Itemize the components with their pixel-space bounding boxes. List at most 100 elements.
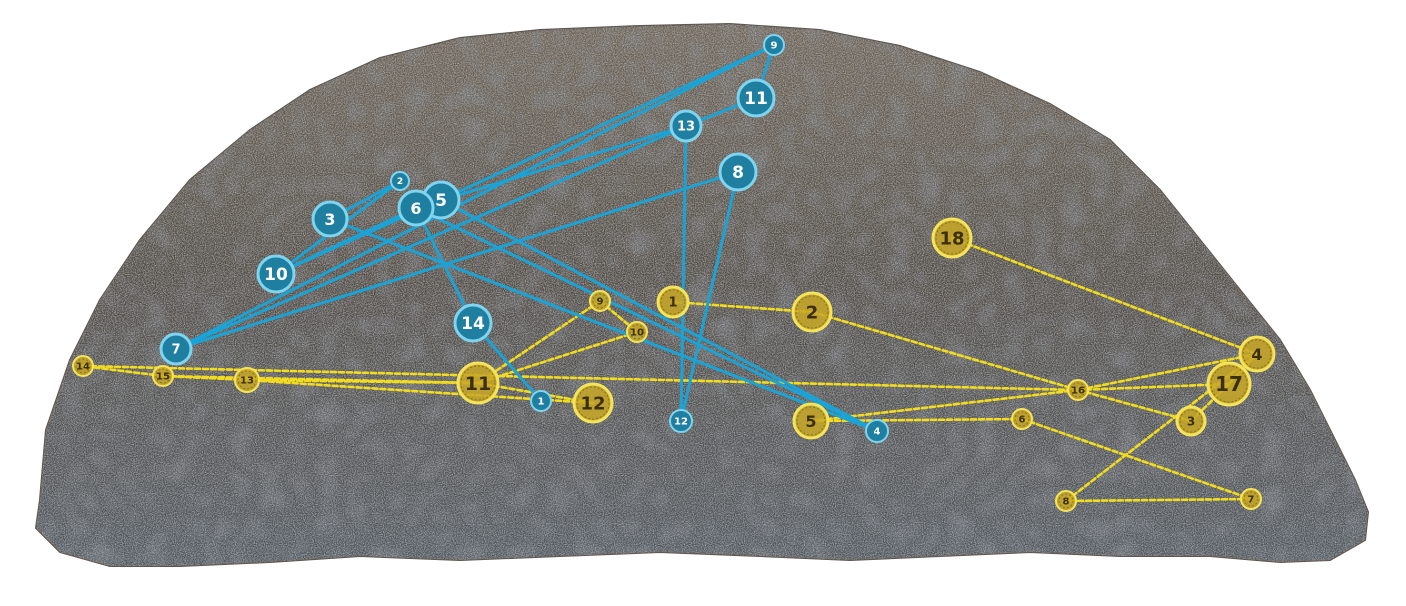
yellow-line-1-2 (671, 300, 814, 314)
yellow-point-3[interactable]: 3 (1175, 405, 1207, 437)
yellow-point-14[interactable]: 14 (72, 355, 94, 377)
yellow-point-marker (656, 285, 690, 319)
blue-point-2[interactable]: 2 (390, 171, 410, 191)
blue-point-1[interactable]: 1 (530, 390, 552, 412)
blue-line-5-9 (439, 43, 776, 202)
yellow-point-inner-ring (796, 406, 826, 436)
yellow-point-2[interactable]: 2 (791, 291, 833, 333)
blue-line-12-13 (679, 124, 688, 423)
yellow-point-label: 2 (806, 302, 819, 323)
blue-point-13[interactable]: 13 (669, 109, 703, 143)
yellow-point-9[interactable]: 9 (589, 290, 611, 312)
yellow-point-16[interactable]: 16 (1067, 379, 1089, 401)
yellow-point-1[interactable]: 1 (656, 285, 690, 319)
blue-line-8-12 (679, 170, 740, 423)
yellow-line-16-5 (809, 388, 1080, 423)
blue-point-marker (718, 152, 758, 192)
blue-point-marker (397, 189, 435, 227)
blue-point-14[interactable]: 14 (453, 303, 493, 343)
blue-point-11[interactable]: 11 (736, 78, 776, 118)
yellow-point-marker (931, 217, 973, 259)
yellow-point-marker (1175, 405, 1207, 437)
blue-line-4-3 (328, 217, 879, 433)
yellow-point-15[interactable]: 15 (152, 365, 174, 387)
blue-point-6[interactable]: 6 (397, 189, 435, 227)
yellow-point-12[interactable]: 12 (572, 382, 614, 424)
yellow-point-4[interactable]: 4 (1238, 335, 1276, 373)
blue-line-13-6 (414, 124, 688, 210)
yellow-line-4-16 (1076, 352, 1259, 392)
yellow-point-label: 7 (1248, 495, 1255, 506)
yellow-point-inner-ring (660, 289, 686, 315)
yellow-point-label: 9 (597, 297, 604, 308)
yellow-line-18-4 (950, 236, 1259, 356)
yellow-point-inner-ring (935, 221, 969, 255)
yellow-point-17[interactable]: 17 (1206, 361, 1252, 407)
yellow-point-label: 14 (76, 362, 90, 373)
yellow-point-inner-ring (592, 293, 608, 309)
blue-point-4[interactable]: 4 (865, 419, 889, 443)
blue-point-marker (159, 332, 193, 366)
blue-point-12[interactable]: 12 (669, 409, 693, 433)
blue-point-label: 14 (461, 314, 485, 334)
yellow-line-6-7 (1020, 417, 1253, 501)
yellow-point-8[interactable]: 8 (1055, 490, 1077, 512)
stone (34, 22, 1370, 567)
yellow-point-label: 3 (1187, 414, 1195, 428)
yellow-point-inner-ring (237, 370, 257, 390)
blue-point-label: 12 (674, 417, 688, 428)
blue-point-7[interactable]: 7 (159, 332, 193, 366)
yellow-point-marker (1206, 361, 1252, 407)
blue-line-6-10 (274, 206, 418, 276)
blue-point-label: 1 (538, 397, 545, 408)
blue-point-label: 4 (874, 427, 881, 438)
yellow-line-16-3 (1076, 388, 1193, 423)
blue-point-label: 7 (171, 343, 180, 358)
yellow-point-inner-ring (1210, 365, 1248, 403)
blue-point-marker (453, 303, 493, 343)
yellow-point-5[interactable]: 5 (792, 402, 830, 440)
yellow-line-5-6 (809, 417, 1024, 423)
yellow-point-label: 12 (580, 393, 605, 414)
yellow-point-marker (572, 382, 614, 424)
yellow-point-18[interactable]: 18 (931, 217, 973, 259)
blue-point-label: 3 (324, 210, 335, 229)
blue-line-13-7 (174, 124, 688, 351)
yellow-point-13[interactable]: 13 (234, 367, 260, 393)
yellow-point-inner-ring (155, 368, 171, 384)
yellow-point-label: 4 (1251, 345, 1262, 364)
blue-point-label: 9 (771, 41, 778, 52)
yellow-point-inner-ring (1014, 411, 1030, 427)
blue-point-label: 8 (732, 163, 744, 183)
yellow-point-10[interactable]: 10 (626, 321, 648, 343)
yellow-point-label: 6 (1019, 415, 1026, 426)
yellow-point-marker (1238, 335, 1276, 373)
yellow-point-7[interactable]: 7 (1240, 488, 1262, 510)
yellow-route-lines (81, 236, 1259, 503)
blue-line-6-4 (414, 206, 879, 433)
yellow-point-inner-ring (1179, 409, 1203, 433)
blue-point-8[interactable]: 8 (718, 152, 758, 192)
yellow-point-label: 18 (939, 228, 964, 249)
blue-point-10[interactable]: 10 (256, 254, 296, 294)
blue-point-label: 13 (677, 120, 695, 135)
blue-point-marker (530, 390, 552, 412)
blue-point-marker (311, 200, 349, 238)
yellow-point-11[interactable]: 11 (456, 361, 500, 405)
blue-point-label: 6 (410, 199, 421, 218)
blue-line-9-7 (174, 43, 776, 351)
yellow-line-2-16 (810, 310, 1080, 392)
yellow-point-inner-ring (576, 386, 610, 420)
yellow-point-inner-ring (1243, 491, 1259, 507)
yellow-point-inner-ring (1058, 493, 1074, 509)
blue-point-3[interactable]: 3 (311, 200, 349, 238)
yellow-line-15-14 (81, 364, 165, 378)
yellow-point-6[interactable]: 6 (1011, 408, 1033, 430)
yellow-point-label: 8 (1063, 497, 1070, 508)
blue-point-marker (865, 419, 889, 443)
blue-point-label: 5 (435, 191, 447, 211)
blue-point-9[interactable]: 9 (763, 34, 785, 56)
blue-line-7-8 (174, 170, 740, 351)
